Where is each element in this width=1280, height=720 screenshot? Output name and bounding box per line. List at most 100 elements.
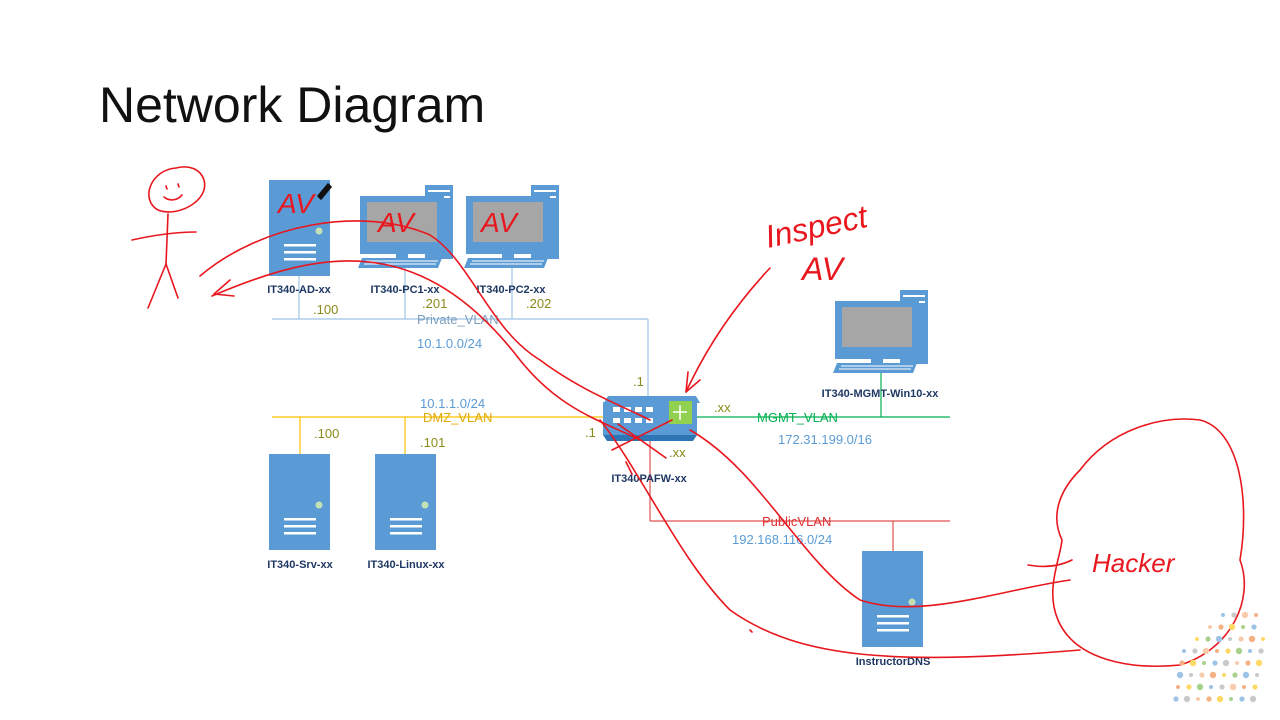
av-note-ad: AV	[276, 188, 316, 219]
decor-dot	[1202, 647, 1210, 655]
ip-fw-private: .1	[633, 374, 644, 389]
device-label-pc2: IT340-PC2-xx	[476, 284, 546, 296]
device-label-firewall: IT340PAFW-xx	[611, 473, 687, 485]
inspect-av-note: AV	[800, 251, 846, 287]
decor-dot	[1254, 613, 1258, 617]
decor-dot	[1206, 696, 1212, 702]
av-note-pc1: AV	[376, 207, 416, 238]
device-label-linux: IT340-Linux-xx	[367, 559, 445, 571]
dmz-vlan-line	[272, 416, 604, 454]
vlan-name-private: Private_VLAN	[417, 312, 499, 327]
decor-dot	[1225, 648, 1231, 654]
ip-linux: .101	[420, 435, 445, 450]
decor-dot	[1205, 636, 1211, 642]
workstation-mgmt-icon[interactable]	[833, 290, 928, 373]
decor-dot	[1229, 683, 1237, 691]
private-vlan-line	[272, 268, 649, 398]
device-label-srv: IT340-Srv-xx	[267, 559, 333, 571]
slide-title: Network Diagram	[99, 77, 486, 133]
ip-fw-public: .xx	[669, 445, 686, 460]
decor-dot	[1239, 696, 1245, 702]
server-dns-icon[interactable]	[862, 551, 923, 647]
vlan-name-dmz: DMZ_VLAN	[423, 410, 492, 425]
decor-dot	[1189, 659, 1197, 667]
decor-dot	[1241, 611, 1249, 619]
decor-dot	[1182, 649, 1186, 653]
decor-dot	[1255, 659, 1263, 667]
ip-fw-dmz: .1	[585, 425, 596, 440]
server-srv-icon[interactable]	[269, 454, 330, 550]
decor-dot	[1248, 635, 1256, 643]
decor-dot	[1228, 623, 1236, 631]
decor-dot	[1202, 661, 1206, 665]
decor-dot	[1192, 648, 1198, 654]
hacker-note: Hacker	[1092, 548, 1176, 578]
device-label-dns: InstructorDNS	[856, 656, 931, 668]
decor-dot	[1196, 683, 1204, 691]
decor-dot	[1245, 660, 1251, 666]
decor-dot	[1229, 697, 1233, 701]
decor-dot	[1179, 660, 1185, 666]
decor-dot	[1235, 661, 1239, 665]
ip-srv: .100	[314, 426, 339, 441]
decor-dot	[1215, 635, 1223, 643]
decor-dot	[1249, 695, 1257, 703]
decor-dot	[1216, 695, 1224, 703]
device-label-ad: IT340-AD-xx	[267, 284, 331, 296]
decor-dot	[1218, 624, 1224, 630]
decor-dot	[1186, 684, 1192, 690]
firewall-icon[interactable]	[603, 396, 700, 441]
decor-dot	[1255, 673, 1259, 677]
inspect-note: Inspect	[762, 198, 871, 255]
decor-dot	[1248, 649, 1252, 653]
subnet-dmz: 10.1.1.0/24	[420, 396, 485, 411]
decor-dot	[1241, 625, 1245, 629]
decor-dot	[1199, 672, 1205, 678]
decor-dot	[1215, 649, 1219, 653]
decor-dot	[1222, 673, 1226, 677]
decor-dot	[1196, 697, 1200, 701]
decor-dot	[1231, 612, 1237, 618]
workstation-pc2-icon[interactable]	[464, 185, 559, 268]
ip-ad: .100	[313, 302, 338, 317]
device-label-mgmt: IT340-MGMT-Win10-xx	[822, 388, 940, 400]
vlan-name-mgmt: MGMT_VLAN	[757, 410, 838, 425]
decor-dot	[1208, 625, 1212, 629]
decor-dot	[1251, 624, 1257, 630]
decor-dot	[1242, 671, 1250, 679]
decor-dot	[1221, 613, 1225, 617]
decor-dot	[1212, 660, 1218, 666]
decor-dot	[1238, 636, 1244, 642]
decor-dot	[1209, 671, 1217, 679]
subnet-mgmt: 172.31.199.0/16	[778, 432, 872, 447]
ink-annotations	[131, 166, 1245, 667]
device-label-pc1: IT340-PC1-xx	[370, 284, 440, 296]
decor-dot	[1228, 637, 1232, 641]
stick-figure-drawing	[131, 166, 206, 309]
vlan-name-public: PublicVLAN	[762, 514, 831, 529]
ip-pc1: .201	[422, 296, 447, 311]
decor-dot	[1195, 637, 1199, 641]
subnet-public: 192.168.116.0/24	[732, 532, 832, 547]
corner-dots-decoration	[1173, 611, 1265, 703]
server-linux-icon[interactable]	[375, 454, 436, 550]
av-note-pc2: AV	[479, 207, 519, 238]
decor-dot	[1189, 673, 1193, 677]
ip-fw-mgmt: .xx	[714, 400, 731, 415]
decor-dot	[1173, 696, 1179, 702]
decor-dot	[1176, 685, 1180, 689]
decor-dot	[1242, 685, 1246, 689]
decor-dot	[1235, 647, 1243, 655]
decor-dot	[1261, 637, 1265, 641]
decor-dot	[1176, 671, 1184, 679]
decor-dot	[1232, 672, 1238, 678]
decor-dot	[1219, 684, 1225, 690]
decor-dot	[1258, 648, 1264, 654]
subnet-private: 10.1.0.0/24	[417, 336, 482, 351]
ip-pc2: .202	[526, 296, 551, 311]
decor-dot	[1222, 659, 1230, 667]
decor-dot	[1252, 684, 1258, 690]
public-vlan-line	[649, 440, 950, 551]
decor-dot	[1183, 695, 1191, 703]
